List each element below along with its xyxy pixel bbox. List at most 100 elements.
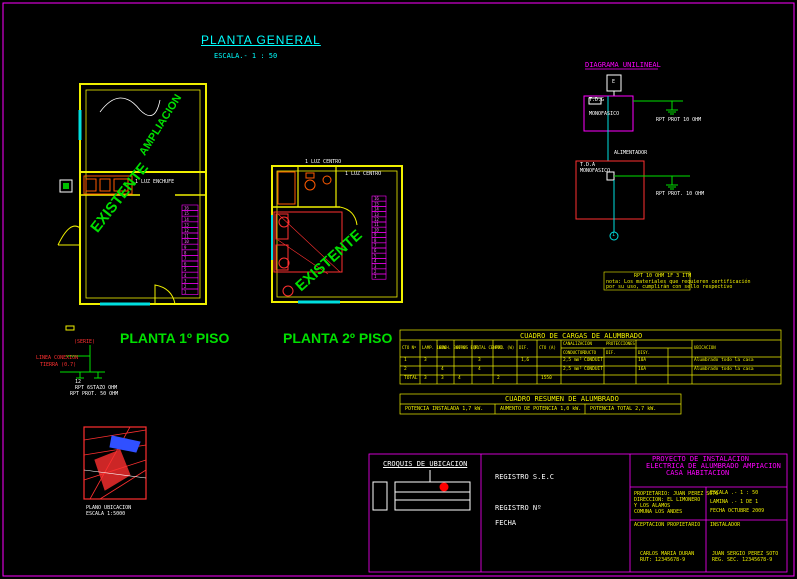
- croquis-sketch: [372, 470, 471, 511]
- stair-number: 7: [184, 256, 187, 261]
- cargas-cell: 3: [441, 376, 444, 381]
- cargas-cell: Alumbrado todo la casa: [694, 367, 754, 372]
- stair-number: 4: [374, 259, 377, 264]
- cargas-header: OTROS EQP.: [456, 345, 481, 350]
- stair-number: 16: [184, 206, 189, 211]
- cargas-header: POT. (W): [495, 345, 515, 350]
- stair-number: 1: [374, 274, 377, 279]
- title-block: [368, 453, 788, 573]
- owner-line1: PROPIETARIO: JUAN PEREZ SOTO: [634, 491, 719, 497]
- plan2-luz-note2: 1 LUZ CENTRO: [345, 171, 382, 177]
- fecha-label: FECHA: [495, 519, 517, 527]
- unilineal-tdg-sub: MONOFASICO: [589, 111, 620, 117]
- stair-number: 15: [374, 201, 379, 206]
- stair-number: 3: [374, 264, 377, 269]
- cargas-header: CANALIZACION: [563, 341, 592, 346]
- cargas-cell: 3: [424, 358, 427, 363]
- cargas-cell: 4: [478, 367, 481, 372]
- cargas-cell: Alumbrado todo la casa: [694, 358, 754, 363]
- ground-label2: RPT 6STAZO OHM: [75, 385, 118, 391]
- ground-diagram: [60, 325, 105, 379]
- cargas-cell: 4: [441, 367, 444, 372]
- resumen-c3: POTENCIA TOTAL 2,7 kW.: [590, 406, 657, 412]
- unilineal-node: 1: [612, 232, 616, 238]
- stair-number: 12: [184, 228, 189, 233]
- unilineal-tda: T.D.A: [580, 162, 596, 168]
- stair-number: 11: [184, 234, 189, 239]
- cargas-title: CUADRO DE CARGAS DE ALUMBRADO: [520, 332, 643, 340]
- cargas-subheader: DUCTO: [584, 350, 597, 355]
- cargas-cell: 2: [404, 367, 407, 372]
- stair-number: 2: [374, 269, 377, 274]
- tb-lamina: LAMINA .- 1 DE 1: [710, 499, 759, 505]
- stair-number: 6: [374, 248, 377, 253]
- resumen-c1: POTENCIA INSTALADA 1,7 kW.: [405, 406, 484, 412]
- cargas-header: CTO Nº: [402, 345, 417, 350]
- cargas-header: UBICACION: [694, 345, 716, 350]
- cargas-cell: CONDUIT: [584, 367, 603, 372]
- meter-box: [59, 179, 73, 193]
- plan-floor-1: [57, 83, 207, 306]
- cargas-cell: 1: [404, 358, 407, 363]
- stair-number: 12: [374, 217, 379, 222]
- main-scale: ESCALA.- 1 : 50: [214, 52, 278, 60]
- plan1-luz-note: 1 LUZ ENCHUFE: [135, 179, 175, 185]
- stair-number: 5: [184, 267, 187, 272]
- ground-label1: 12: [75, 379, 82, 385]
- cargas-cell: 16A: [638, 367, 647, 372]
- stair-number: 9: [184, 245, 187, 250]
- plan2-label: PLANTA 2º PISO: [283, 330, 393, 346]
- cargas-subheader: DISY.: [638, 350, 651, 355]
- sign-left2: RUT: 12345678-9: [640, 557, 686, 563]
- unilineal-alim: ALIMENTADOR: [614, 150, 648, 156]
- stair-number: 8: [374, 238, 377, 243]
- sign-right2: REG. SEC. 12345678-9: [712, 557, 773, 563]
- sign-left1: CARLOS MARIA DURAN: [640, 551, 695, 557]
- note-line2: nota: Los materiales que requieren certi…: [606, 279, 751, 285]
- resumen-title: CUADRO RESUMEN DE ALUMBRADO: [505, 395, 619, 403]
- stair-number: 13: [374, 212, 379, 217]
- note-line1: RPT 10 OHM 1F 3 ITM: [634, 273, 692, 279]
- load-table: [399, 329, 782, 415]
- cargas-cell: 2: [497, 376, 500, 381]
- single-line-diagram: [575, 68, 691, 291]
- cargas-header: LAMP. 100W: [422, 345, 447, 350]
- cargas-cell: 3: [478, 358, 481, 363]
- cargas-cell: 1,6: [521, 358, 530, 363]
- stair-number: 5: [374, 253, 377, 258]
- note-line3: por su uso, cumplirán con sello respecti…: [606, 284, 733, 290]
- unilineal-e: E: [612, 79, 616, 85]
- cargas-cell: 10A: [638, 358, 647, 363]
- tb-instalador: INSTALADOR: [710, 522, 741, 528]
- ground-box-label: (SERIE): [74, 339, 96, 345]
- tb-aceptacion: ACEPTACION PROPIETARIO: [634, 522, 701, 528]
- project-line2: ELECTRICA DE ALUMBRADO AMPIACION: [646, 462, 781, 470]
- site-location-plan: [83, 426, 147, 500]
- stair-number: 14: [374, 207, 379, 212]
- cargas-cell: 2,5 mm²: [563, 367, 582, 372]
- cargas-cell: 2,5 mm²: [563, 358, 582, 363]
- kitchen-counter: [83, 175, 133, 195]
- main-title: PLANTA GENERAL: [201, 33, 321, 47]
- cargas-cell: CONDUIT: [584, 358, 603, 363]
- stair-number: 11: [374, 222, 379, 227]
- project-line3: CASA HABITACION: [666, 469, 730, 477]
- sign-right1: JUAN SERGIO PEREZ SOTO: [712, 551, 779, 557]
- note-box: [603, 271, 691, 291]
- cargas-header: TOTAL CENTRO: [474, 345, 503, 350]
- stair-number: 2: [184, 284, 187, 289]
- cargas-header: CTO (A): [539, 345, 556, 350]
- tb-fecha: FECHA OCTUBRE 2009: [710, 508, 765, 514]
- ground-label3: RPT PROT. 50 OHM: [70, 391, 119, 397]
- project-line1: PROYECTO DE INSTALACION: [652, 455, 749, 463]
- registro-n: REGISTRO Nº: [495, 504, 542, 512]
- stair-number: 6: [184, 262, 187, 267]
- stair-step: [371, 273, 387, 280]
- tda-box: [575, 160, 645, 220]
- stair-number: 15: [184, 211, 189, 216]
- tb-escala: ESCALA .- 1 : 50: [710, 490, 759, 496]
- stair-step: [181, 288, 199, 295]
